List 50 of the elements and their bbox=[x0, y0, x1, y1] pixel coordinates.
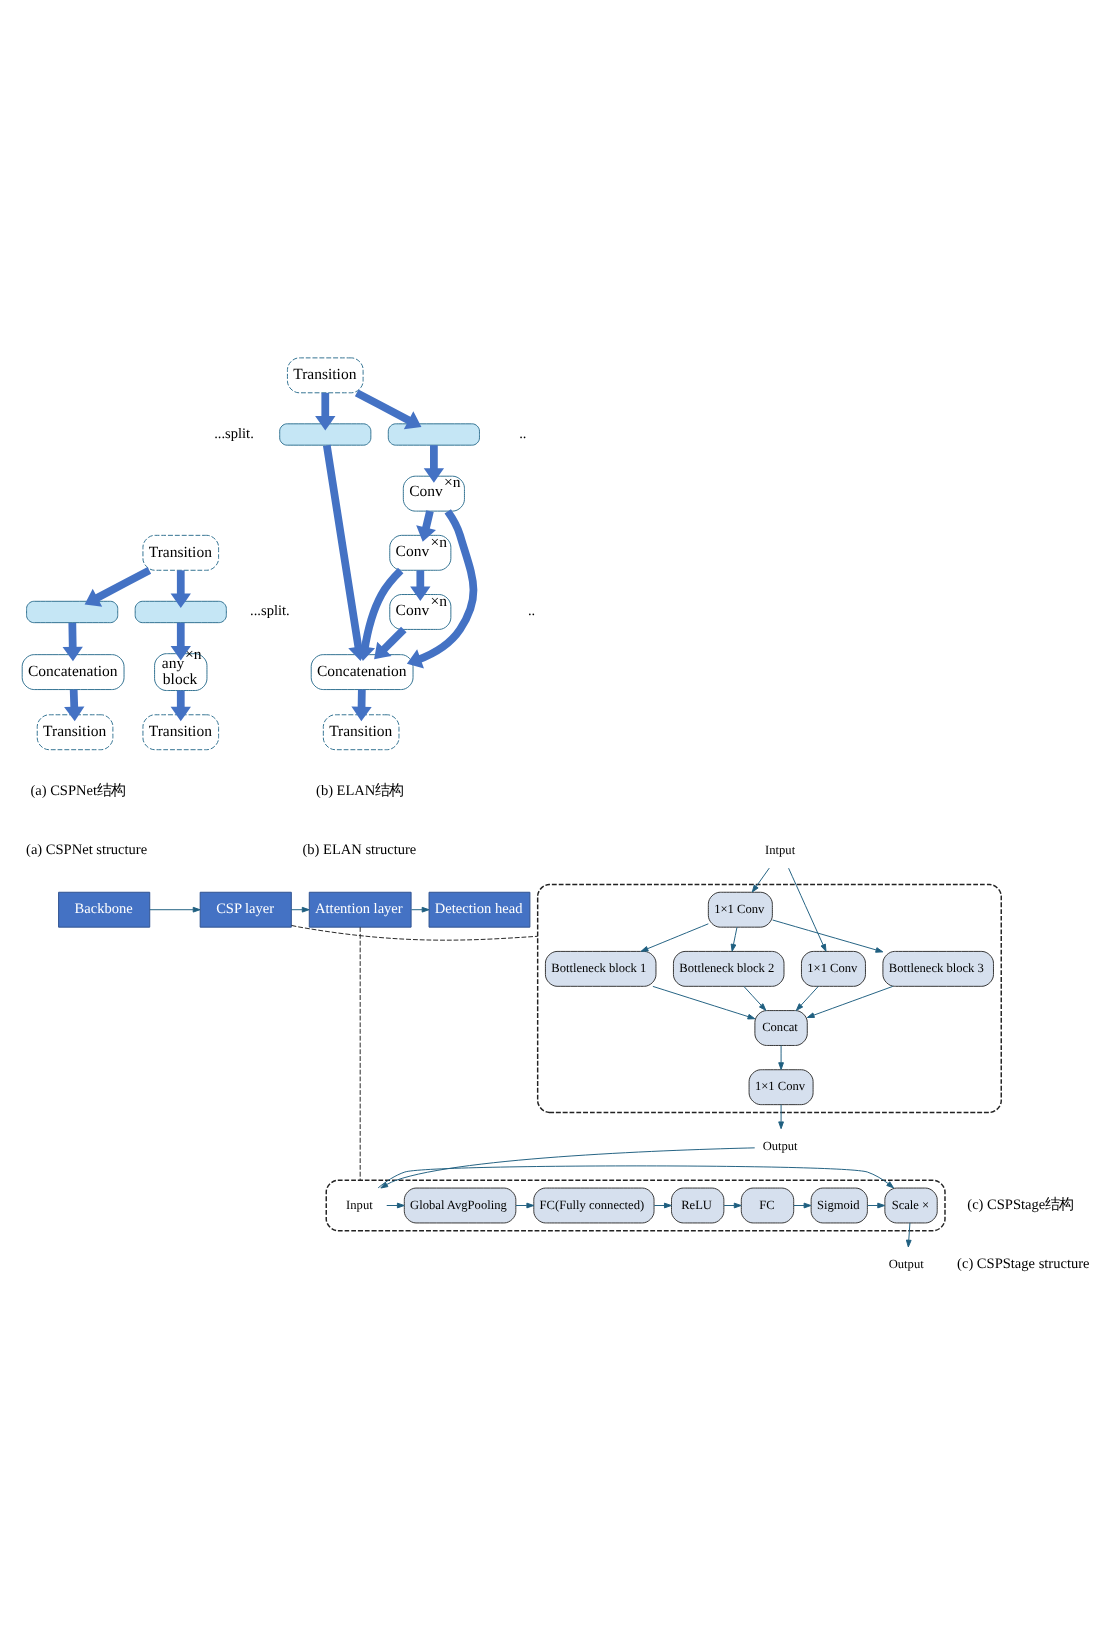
arrow bbox=[730, 925, 738, 951]
node-box: Transition bbox=[36, 713, 114, 750]
arrow bbox=[84, 565, 152, 606]
arrow bbox=[772, 918, 884, 952]
arrow bbox=[406, 508, 478, 668]
node-box: Transition bbox=[322, 713, 400, 750]
node-box: Concatenation bbox=[310, 653, 414, 690]
arrow bbox=[905, 1221, 912, 1247]
connector bbox=[359, 925, 361, 1180]
node-box: Transition bbox=[142, 713, 220, 750]
arrow bbox=[170, 689, 191, 721]
node-box: Concatenation bbox=[21, 653, 125, 690]
arrow bbox=[652, 984, 756, 1019]
arrow bbox=[351, 688, 372, 721]
arrow bbox=[170, 621, 191, 660]
arrow bbox=[170, 569, 191, 608]
arrow bbox=[751, 866, 770, 892]
node-box: Transition bbox=[286, 356, 364, 393]
arrow bbox=[410, 569, 431, 601]
arrow bbox=[795, 984, 819, 1010]
node-box bbox=[134, 599, 227, 623]
connector bbox=[291, 923, 539, 940]
arrow bbox=[793, 1201, 812, 1208]
arrow bbox=[410, 905, 430, 912]
arrow bbox=[416, 509, 436, 541]
arrow bbox=[315, 391, 336, 430]
arrow bbox=[743, 984, 767, 1010]
arrow bbox=[377, 1164, 894, 1188]
arrow bbox=[515, 1201, 535, 1208]
arrow bbox=[354, 388, 422, 429]
node-box: Transition bbox=[142, 533, 220, 570]
arrow bbox=[423, 444, 445, 482]
arrow bbox=[62, 621, 83, 661]
arrow bbox=[374, 625, 407, 659]
arrow bbox=[386, 1201, 405, 1208]
arrow bbox=[290, 905, 310, 912]
arrow bbox=[723, 1201, 742, 1208]
node-box bbox=[26, 599, 119, 623]
arrow bbox=[788, 866, 827, 951]
arrow bbox=[867, 1201, 886, 1208]
arrow bbox=[64, 688, 85, 721]
arrow bbox=[149, 905, 201, 912]
arrow bbox=[380, 1146, 756, 1188]
arrow bbox=[806, 984, 894, 1017]
arrow bbox=[640, 922, 709, 951]
node-box bbox=[279, 422, 372, 445]
arrow bbox=[778, 1103, 784, 1129]
arrow bbox=[653, 1201, 672, 1208]
node-box bbox=[387, 422, 480, 445]
arrow bbox=[778, 1044, 784, 1069]
